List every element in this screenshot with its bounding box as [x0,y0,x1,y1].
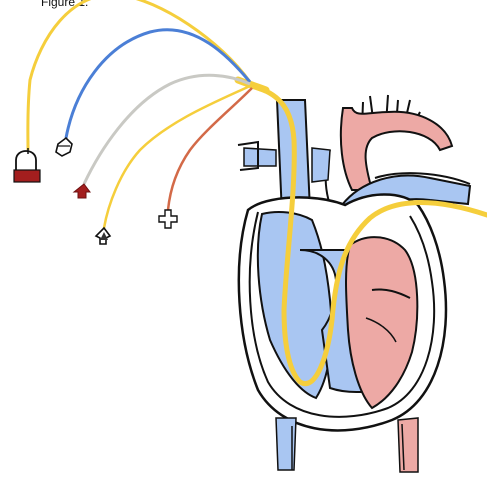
red-port [74,184,90,198]
blue-port [56,138,72,156]
catheter-lines [28,0,266,228]
yellow-thermistor-port [96,228,110,244]
heart [239,194,446,430]
yellow-hub-port [14,148,40,182]
gray-cross-port [159,210,177,228]
